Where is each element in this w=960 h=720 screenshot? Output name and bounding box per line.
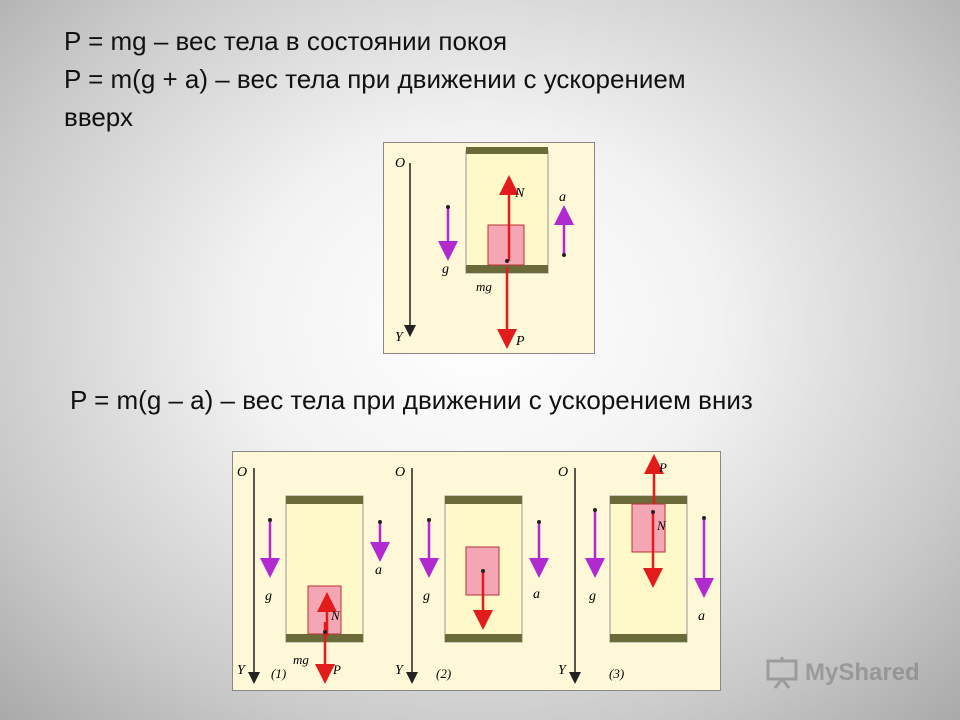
origin-label: O: [237, 465, 247, 480]
n-label: N: [514, 186, 525, 201]
n-label: N: [656, 518, 667, 533]
load-block: [487, 224, 525, 266]
watermark-text: MyShared: [805, 659, 920, 686]
a-label: a: [698, 609, 705, 624]
case-3: O Y g a P N (3): [558, 454, 714, 684]
origin-label: O: [395, 156, 405, 171]
p-label: P: [332, 662, 341, 677]
case-2: O Y g a (2): [395, 465, 549, 684]
elevator-ceiling: [466, 147, 548, 154]
p-label: P: [515, 334, 525, 349]
presentation-board-icon: [766, 657, 798, 689]
n-label: N: [330, 608, 341, 623]
formula-up-continued: вверх: [64, 102, 133, 132]
elevator-ceiling: [286, 496, 363, 504]
watermark: MyShared: [765, 655, 920, 691]
load-block: [631, 503, 666, 553]
elevator-floor: [610, 634, 687, 642]
a-label: a: [375, 563, 382, 578]
origin-label: O: [395, 465, 405, 480]
g-label: g: [442, 262, 449, 277]
axis-label: Y: [237, 663, 247, 678]
mg-label: mg: [293, 652, 309, 667]
axis-label: Y: [558, 663, 568, 678]
axis-label: Y: [395, 663, 405, 678]
axis-label: Y: [395, 330, 405, 345]
elevator-floor: [445, 634, 522, 642]
origin-label: O: [558, 465, 568, 480]
case-1-label: (1): [271, 666, 286, 681]
g-label: g: [423, 589, 430, 604]
formula-down: P = m(g – a) – вес тела при движении с у…: [70, 385, 753, 415]
g-label: g: [589, 589, 596, 604]
elevator-ceiling: [610, 496, 687, 504]
elevator-down-diagram: O Y g a N mg P (1) O Y: [232, 451, 721, 691]
elevator-up-diagram: O Y g a N mg P: [383, 142, 595, 354]
formula-rest: P = mg – вес тела в состоянии покоя: [64, 26, 508, 56]
elevator-up-svg: O Y g a N mg P: [395, 147, 574, 349]
case-2-label: (2): [436, 666, 451, 681]
case-1: O Y g a N mg P (1): [237, 465, 390, 684]
elevator-down-svg: O Y g a N mg P (1) O Y: [237, 454, 714, 684]
mg-label: mg: [476, 279, 492, 294]
g-label: g: [265, 589, 272, 604]
p-label: P: [658, 460, 667, 475]
formula-up: P = m(g + a) – вес тела при движении с у…: [64, 64, 686, 94]
a-label: a: [533, 587, 540, 602]
a-label: a: [559, 190, 566, 205]
elevator-ceiling: [445, 496, 522, 504]
case-3-label: (3): [609, 666, 624, 681]
